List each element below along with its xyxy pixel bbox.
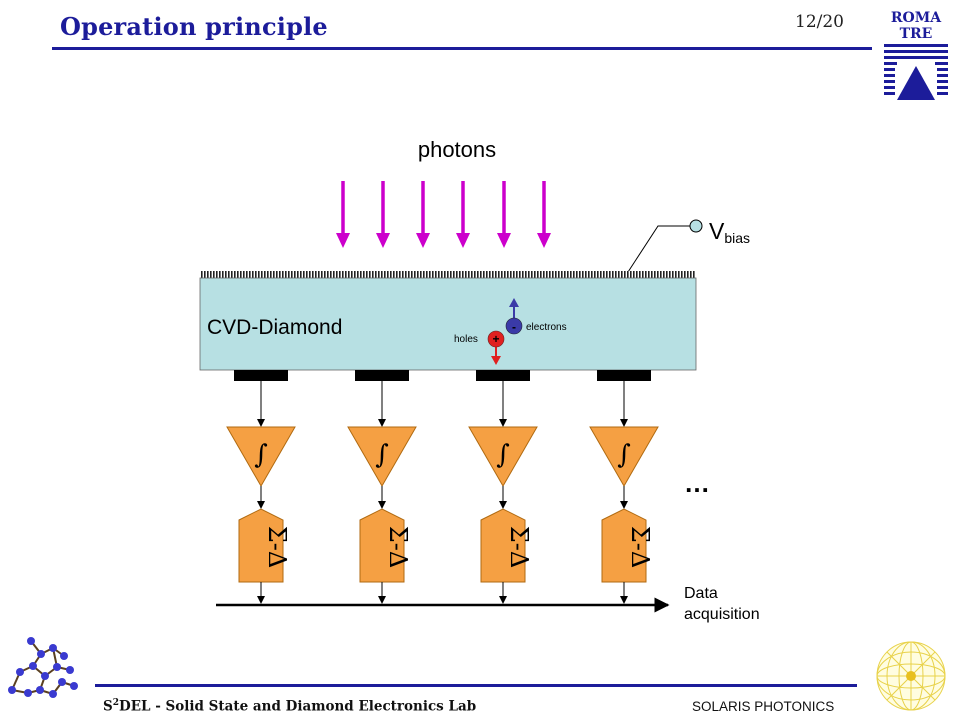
cvd-diamond-slab bbox=[199, 277, 697, 371]
footer-company: SOLARIS PHOTONICS bbox=[692, 699, 835, 714]
molecule-logo-icon bbox=[11, 640, 75, 695]
photon-arrow bbox=[336, 181, 350, 248]
readout-channels: ∫ Σ-Δ ∫ Σ-Δ ∫ Σ-Δ ∫ Σ-Δ bbox=[226, 370, 659, 604]
page-number: 12/20 bbox=[795, 12, 844, 32]
molecule-atoms bbox=[8, 637, 78, 698]
electrons-label: electrons bbox=[526, 322, 567, 333]
integrator-symbol: ∫ bbox=[617, 440, 631, 470]
holes-label: holes bbox=[454, 334, 478, 345]
bias-wire bbox=[627, 225, 694, 273]
bottom-pad bbox=[597, 370, 651, 381]
photons-label: photons bbox=[418, 137, 496, 162]
footer-lab-name: S2DEL - Solid State and Diamond Electron… bbox=[103, 698, 476, 715]
hole-sign: + bbox=[492, 332, 499, 346]
readout-channel: ∫ Σ-Δ bbox=[226, 370, 296, 604]
integrator-amplifier bbox=[468, 426, 538, 488]
logo-stripes-icon bbox=[884, 44, 948, 100]
photon-arrow bbox=[376, 181, 390, 248]
adc-symbol: Σ-Δ bbox=[626, 526, 654, 568]
integrator-symbol: ∫ bbox=[375, 440, 389, 470]
top-electrode bbox=[200, 271, 696, 278]
integrator-amplifier bbox=[347, 426, 417, 488]
bottom-pad bbox=[234, 370, 288, 381]
adc-symbol: Σ-Δ bbox=[505, 526, 533, 568]
footer-lab-prefix: S bbox=[103, 698, 113, 715]
photon-arrow bbox=[416, 181, 430, 248]
daq-label-line1: Data bbox=[684, 585, 718, 602]
readout-channel: ∫ Σ-Δ bbox=[468, 370, 538, 604]
logo-text-line1: ROMA bbox=[891, 10, 942, 26]
page-title: Operation principle bbox=[60, 12, 328, 41]
header-rule bbox=[52, 47, 872, 50]
photon-arrow bbox=[537, 181, 551, 248]
bottom-pad bbox=[355, 370, 409, 381]
footer-lab-sup: 2 bbox=[112, 698, 120, 708]
readout-channel: ∫ Σ-Δ bbox=[347, 370, 417, 604]
sigma-delta-adc bbox=[359, 508, 405, 583]
vbias-main: V bbox=[709, 218, 725, 244]
integrator-amplifier bbox=[226, 426, 296, 488]
vbias-sub: bias bbox=[724, 230, 750, 246]
roma-tre-logo: ROMA TRE bbox=[884, 10, 948, 100]
sigma-delta-adc bbox=[601, 508, 647, 583]
sigma-delta-adc bbox=[238, 508, 284, 583]
more-channels-ellipsis: … bbox=[684, 468, 710, 498]
footer-rule bbox=[95, 684, 857, 687]
integrator-symbol: ∫ bbox=[254, 440, 268, 470]
adc-symbol: Σ-Δ bbox=[263, 526, 291, 568]
bottom-pad bbox=[476, 370, 530, 381]
daq-label-line2: acquisition bbox=[684, 606, 760, 623]
photon-arrow bbox=[456, 181, 470, 248]
adc-symbol: Σ-Δ bbox=[384, 526, 412, 568]
cvd-diamond-label: CVD-Diamond bbox=[207, 316, 342, 339]
bias-terminal-icon bbox=[689, 219, 703, 233]
electron-icon bbox=[505, 317, 523, 335]
readout-channel: ∫ Σ-Δ bbox=[589, 370, 659, 604]
hole-icon bbox=[487, 330, 505, 348]
electron-sign: - bbox=[512, 320, 516, 334]
footer-lab-text: DEL - Solid State and Diamond Electronic… bbox=[119, 698, 477, 715]
sigma-delta-adc bbox=[480, 508, 526, 583]
integrator-amplifier bbox=[589, 426, 659, 488]
logo-text-line2: TRE bbox=[900, 26, 933, 42]
integrator-symbol: ∫ bbox=[496, 440, 510, 470]
vbias-label: Vbias bbox=[709, 218, 750, 246]
photon-arrows bbox=[336, 181, 551, 248]
photon-arrow bbox=[497, 181, 511, 248]
solaris-sphere-icon bbox=[876, 641, 946, 711]
